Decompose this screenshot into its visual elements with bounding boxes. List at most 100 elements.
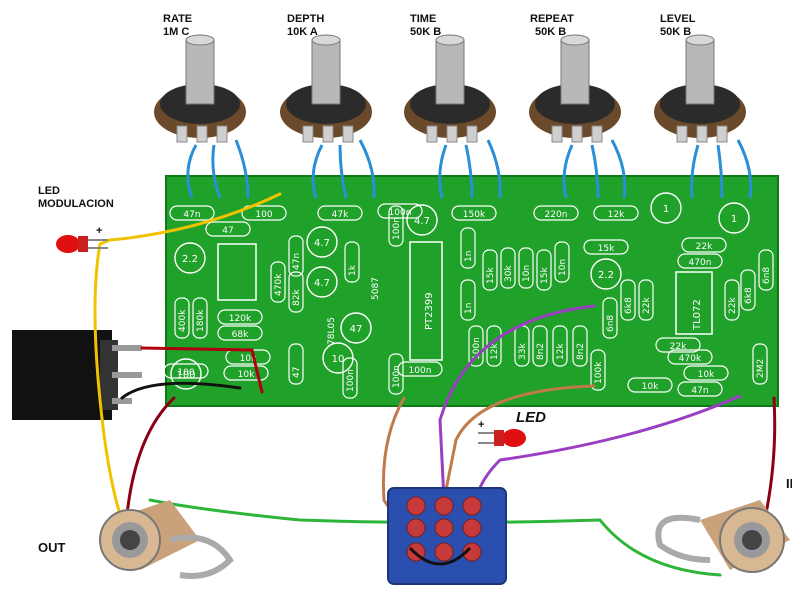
resistor-h-label-17: 10k bbox=[642, 382, 659, 392]
component-v-label-23: 22k bbox=[728, 297, 738, 314]
resistor-h-17: 10k bbox=[627, 377, 673, 393]
component-v-12: 10n bbox=[554, 241, 570, 283]
resistor-h-label-1: 47n bbox=[183, 210, 200, 220]
resistor-h-7: 12k bbox=[593, 205, 639, 221]
potentiometer-4 bbox=[529, 34, 621, 143]
resistor-h-18: 47n bbox=[677, 381, 723, 397]
resistor-h-label-11: 470n bbox=[689, 258, 712, 268]
component-v-label-22: 22k bbox=[642, 297, 652, 314]
component-v-3: 82k bbox=[288, 271, 304, 313]
resistor-h-label-16: 100n bbox=[409, 366, 432, 376]
capacitor-3: 47 bbox=[340, 312, 372, 344]
component-v-27: 400k bbox=[174, 297, 190, 339]
footswitch-lug-4 bbox=[406, 518, 426, 538]
resistor-h-label-20: 470k bbox=[679, 354, 702, 364]
component-v-label-17: 12k bbox=[556, 343, 566, 360]
component-v-25: 6n8 bbox=[758, 249, 774, 291]
potentiometer-row bbox=[154, 34, 746, 143]
component-v-label-27: 400k bbox=[178, 309, 188, 332]
pot-3-name: TIME bbox=[410, 13, 436, 25]
component-v-23: 22k bbox=[724, 279, 740, 321]
component-v-1: 47n bbox=[288, 235, 304, 277]
capacitor-label-5: 2.2 bbox=[182, 254, 198, 265]
label-led-modulacion-2: MODULACION bbox=[38, 198, 114, 210]
capacitor-label-6: 2.2 bbox=[598, 270, 614, 281]
capacitor-2: 4.7 bbox=[306, 266, 338, 298]
component-v-label-6: 1n bbox=[464, 251, 474, 262]
pot-5-name: LEVEL bbox=[660, 13, 696, 25]
capacitor-9: 100 bbox=[170, 358, 202, 390]
component-v-label-14: 12k bbox=[490, 343, 500, 360]
capacitor-label-3: 47 bbox=[350, 324, 363, 335]
resistor-h-16: 100n bbox=[397, 361, 443, 377]
component-v-26: 2M2 bbox=[752, 343, 768, 385]
capacitor-label-4: 10 bbox=[332, 354, 345, 365]
capacitor-10: 4.7 bbox=[406, 204, 438, 236]
resistor-h-label-5: 150k bbox=[463, 210, 486, 220]
component-v-label-30: 100n bbox=[346, 369, 356, 392]
resistor-h-12: 120k bbox=[217, 309, 263, 325]
capacitor-label-10: 4.7 bbox=[414, 216, 430, 227]
resistor-h-label-10: 22k bbox=[696, 242, 713, 252]
capacitor-label-2: 4.7 bbox=[314, 278, 330, 289]
component-v-17: 12k bbox=[552, 325, 568, 367]
component-v-18: 8n2 bbox=[572, 325, 588, 367]
jack-in bbox=[655, 500, 790, 573]
resistor-h-label-21: 10k bbox=[698, 370, 715, 380]
jack-out bbox=[99, 500, 234, 579]
component-v-label-8: 15k bbox=[486, 267, 496, 284]
label-led-modulacion-1: LED bbox=[38, 185, 60, 197]
wire-brown-2 bbox=[442, 384, 596, 502]
ic-pt2399 bbox=[409, 241, 443, 361]
label-plus-2: + bbox=[478, 419, 484, 431]
ic-pt2399-label: PT2399 bbox=[424, 292, 435, 330]
component-v-22: 22k bbox=[638, 279, 654, 321]
resistor-h-label-19: 22k bbox=[670, 342, 687, 352]
component-v-4: 1k bbox=[344, 241, 360, 283]
resistor-h-label-8: 100n bbox=[389, 208, 412, 218]
component-v-13: 100n bbox=[468, 325, 484, 367]
component-v-19: 100k bbox=[590, 349, 606, 391]
component-v-label-15: 33k bbox=[518, 343, 528, 360]
pot-1-value: 1M C bbox=[163, 26, 189, 38]
resistor-h-22: 100 bbox=[163, 363, 209, 379]
component-v-label-24: 6k8 bbox=[744, 287, 754, 304]
component-v-label-26: 2M2 bbox=[756, 359, 766, 378]
label-out: OUT bbox=[38, 540, 66, 555]
footswitch-lug-6 bbox=[462, 518, 482, 538]
potentiometer-3 bbox=[404, 34, 496, 143]
pot-5-value: 50K B bbox=[660, 26, 691, 38]
capacitor-8: 1 bbox=[718, 202, 750, 234]
footswitch-lug-3 bbox=[462, 496, 482, 516]
capacitor-7: 1 bbox=[650, 192, 682, 224]
component-v-30: 100n bbox=[342, 357, 358, 399]
component-v-7: 1n bbox=[460, 279, 476, 321]
wire-red-power bbox=[140, 346, 264, 394]
resistor-h-2: 47 bbox=[205, 221, 251, 237]
ic-tl072-label: TL072 bbox=[692, 299, 703, 331]
wire-purple-1 bbox=[438, 304, 596, 502]
label-plus-1: + bbox=[96, 225, 102, 237]
resistor-h-6: 220n bbox=[533, 205, 579, 221]
component-v-28: 180k bbox=[192, 297, 208, 339]
resistor-h-9: 15k bbox=[583, 239, 629, 255]
capacitor-label-9: 100 bbox=[176, 370, 195, 381]
regulator-2-label: 5087 bbox=[371, 277, 381, 300]
footswitch bbox=[387, 487, 507, 585]
pot-2-value: 10K A bbox=[287, 26, 318, 38]
component-v-label-11: 15k bbox=[540, 267, 550, 284]
component-v-29: 47 bbox=[288, 343, 304, 385]
component-v-20: 6n8 bbox=[602, 297, 618, 339]
component-v-label-9: 30k bbox=[504, 265, 514, 282]
led-modulation bbox=[56, 235, 108, 253]
component-v-label-28: 180k bbox=[196, 309, 206, 332]
component-v-10: 10n bbox=[518, 247, 534, 289]
resistor-h-label-3: 100 bbox=[255, 210, 272, 220]
component-v-label-7: 1n bbox=[464, 303, 474, 314]
component-v-label-1: 47n bbox=[292, 253, 302, 270]
pot-2-name: DEPTH bbox=[287, 13, 324, 25]
footswitch-lug-9 bbox=[462, 542, 482, 562]
resistor-h-4: 47k bbox=[317, 205, 363, 221]
resistor-h-label-6: 220n bbox=[545, 210, 568, 220]
wire-yellow bbox=[93, 192, 282, 542]
